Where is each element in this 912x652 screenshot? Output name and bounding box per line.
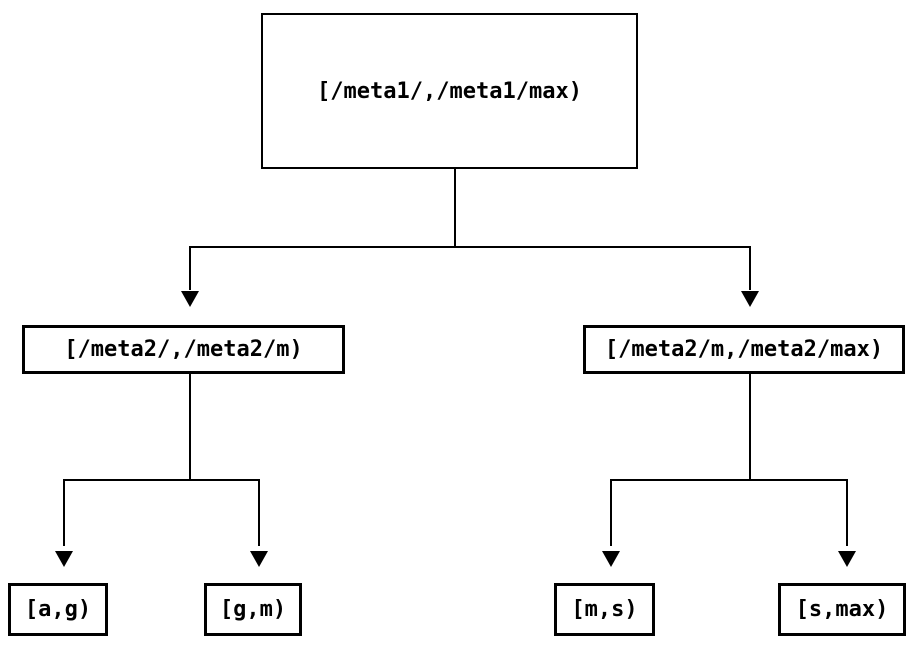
arrow-down-icon xyxy=(741,291,759,307)
tree-leaf-ag: [a,g) xyxy=(8,583,108,636)
tree-leaf-smax: [s,max) xyxy=(778,583,906,636)
tree-node-label: [/meta1/,/meta1/max) xyxy=(317,78,582,104)
tree-leaf-gm: [g,m) xyxy=(204,583,302,636)
connector-meta2-right-stem xyxy=(749,373,751,480)
arrow-down-icon xyxy=(602,551,620,567)
connector-level1-right-drop xyxy=(749,246,751,290)
connector-right-subtree-horizontal xyxy=(610,479,848,481)
arrow-down-icon xyxy=(250,551,268,567)
tree-node-label: [a,g) xyxy=(24,597,92,622)
tree-node-label: [/meta2/,/meta2/m) xyxy=(64,337,303,362)
connector-level1-left-drop xyxy=(189,246,191,290)
connector-meta2-left-stem xyxy=(189,373,191,480)
arrow-down-icon xyxy=(181,291,199,307)
connector-root-stem xyxy=(454,168,456,248)
tree-node-label: [s,max) xyxy=(795,597,889,622)
tree-node-meta2-left: [/meta2/,/meta2/m) xyxy=(22,325,345,374)
connector-level1-horizontal xyxy=(189,246,751,248)
connector-leaf-ag-drop xyxy=(63,479,65,546)
arrow-down-icon xyxy=(838,551,856,567)
arrow-down-icon xyxy=(55,551,73,567)
tree-leaf-ms: [m,s) xyxy=(554,583,655,636)
tree-node-label: [g,m) xyxy=(219,597,287,622)
tree-node-meta2-right: [/meta2/m,/meta2/max) xyxy=(583,325,905,374)
tree-node-label: [/meta2/m,/meta2/max) xyxy=(604,337,884,362)
tree-node-root: [/meta1/,/meta1/max) xyxy=(261,13,638,169)
connector-leaf-gm-drop xyxy=(258,479,260,546)
connector-leaf-smax-drop xyxy=(846,479,848,546)
connector-left-subtree-horizontal xyxy=(63,479,260,481)
tree-node-label: [m,s) xyxy=(571,597,638,622)
connector-leaf-ms-drop xyxy=(610,479,612,546)
